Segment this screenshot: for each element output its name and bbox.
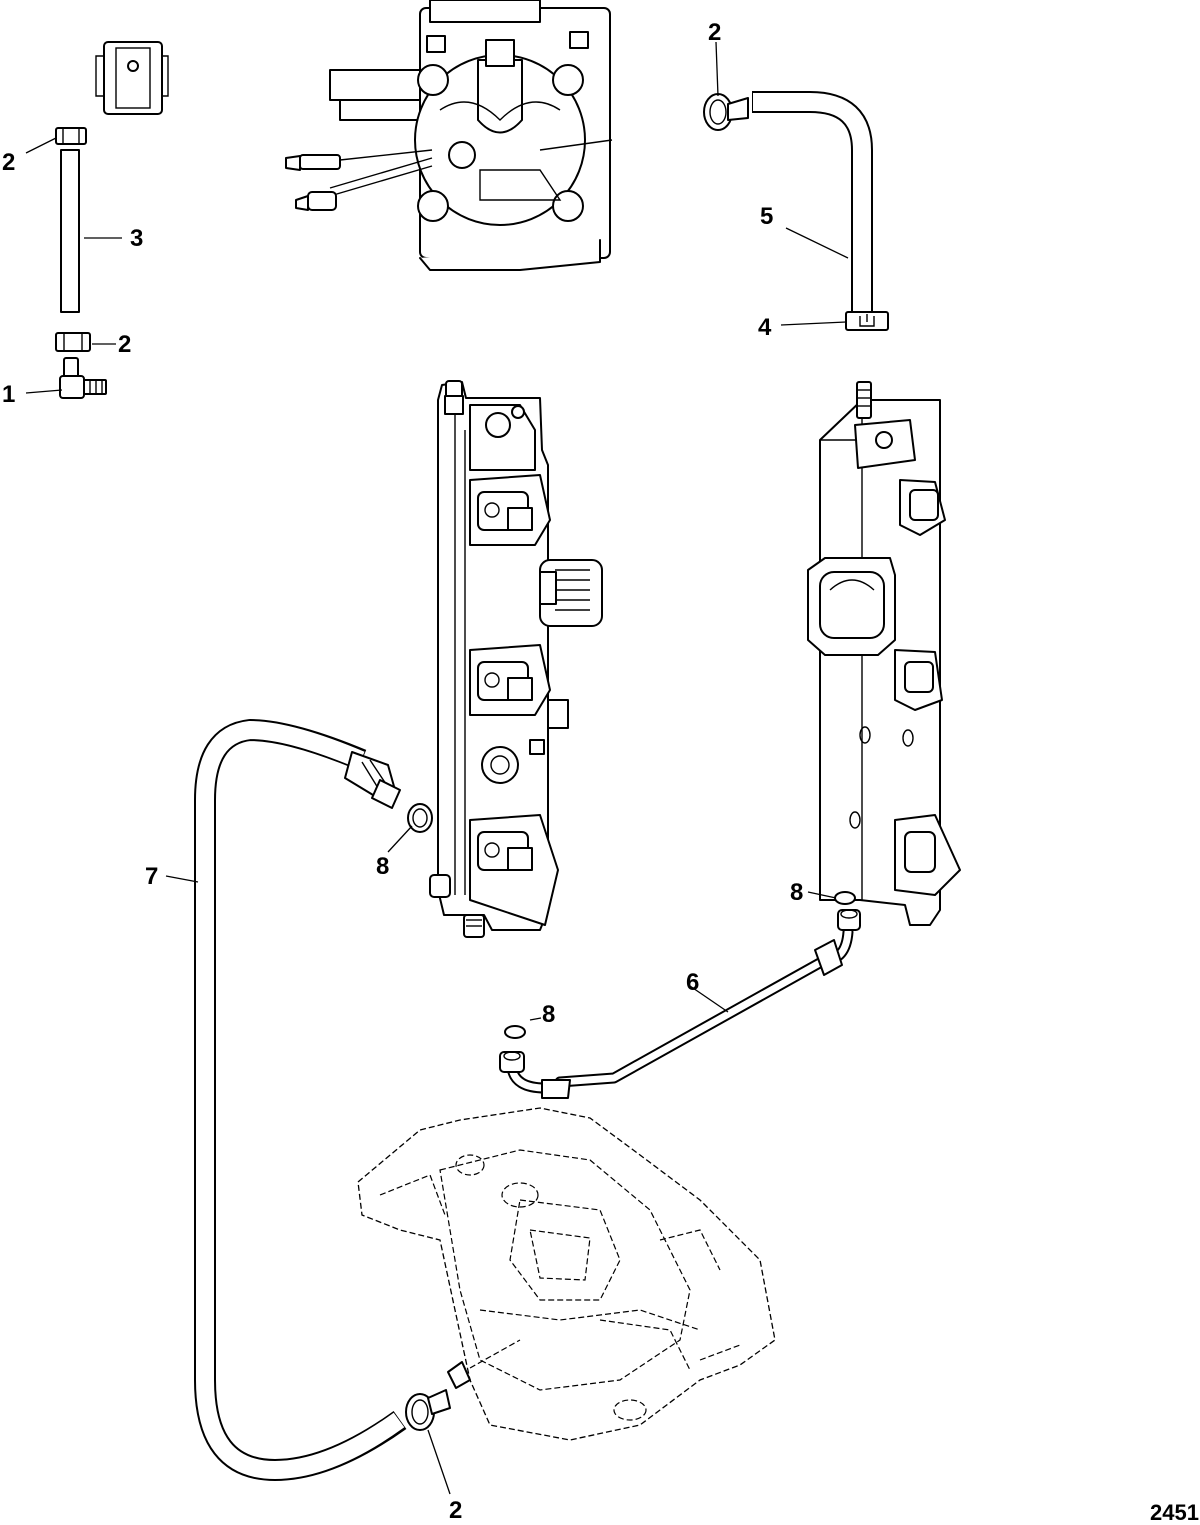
figure-id: 2451	[1150, 1500, 1199, 1525]
o-ring-center	[504, 1025, 526, 1039]
fuel-pump-assembly	[285, 0, 613, 271]
callout-2-upper-fitting: 2	[2, 149, 15, 176]
hose-clip	[845, 311, 889, 331]
o-ring-left	[407, 803, 433, 833]
hose-clamp-upper	[703, 93, 749, 131]
callout-2-lower-fitting: 2	[118, 331, 131, 358]
callout-5: 5	[760, 203, 773, 230]
fuel-rail-left	[429, 380, 603, 938]
callout-2-upper-clamp: 2	[708, 19, 721, 46]
leader-lines	[25, 41, 849, 1495]
fuel-rail-right	[807, 381, 961, 926]
tee-fitting	[59, 357, 107, 399]
hose-fitting-upper	[55, 127, 87, 145]
callout-labels: 1 2 2 2 2 3 4 5 6 7 8 8 8 2451	[2, 19, 1199, 1525]
hose-fitting-lower	[55, 332, 91, 352]
callout-8-left: 8	[376, 853, 389, 880]
clip-bracket	[95, 41, 169, 115]
callout-8-right: 8	[790, 879, 803, 906]
callout-4: 4	[758, 314, 772, 341]
callout-8-center: 8	[542, 1001, 555, 1028]
o-ring-right	[834, 891, 856, 905]
vent-hose-lower	[194, 719, 407, 1481]
callout-6: 6	[686, 969, 699, 996]
callout-7: 7	[145, 863, 158, 890]
callout-3: 3	[130, 225, 143, 252]
hose-clamp-lower	[405, 1389, 451, 1431]
callout-2-lower-clamp: 2	[449, 1497, 462, 1524]
vent-hose-upper	[752, 91, 873, 312]
callout-1: 1	[2, 381, 15, 408]
fuel-line	[499, 909, 861, 1099]
straight-tube	[60, 149, 80, 313]
adapter-plate-reference	[357, 1107, 776, 1441]
